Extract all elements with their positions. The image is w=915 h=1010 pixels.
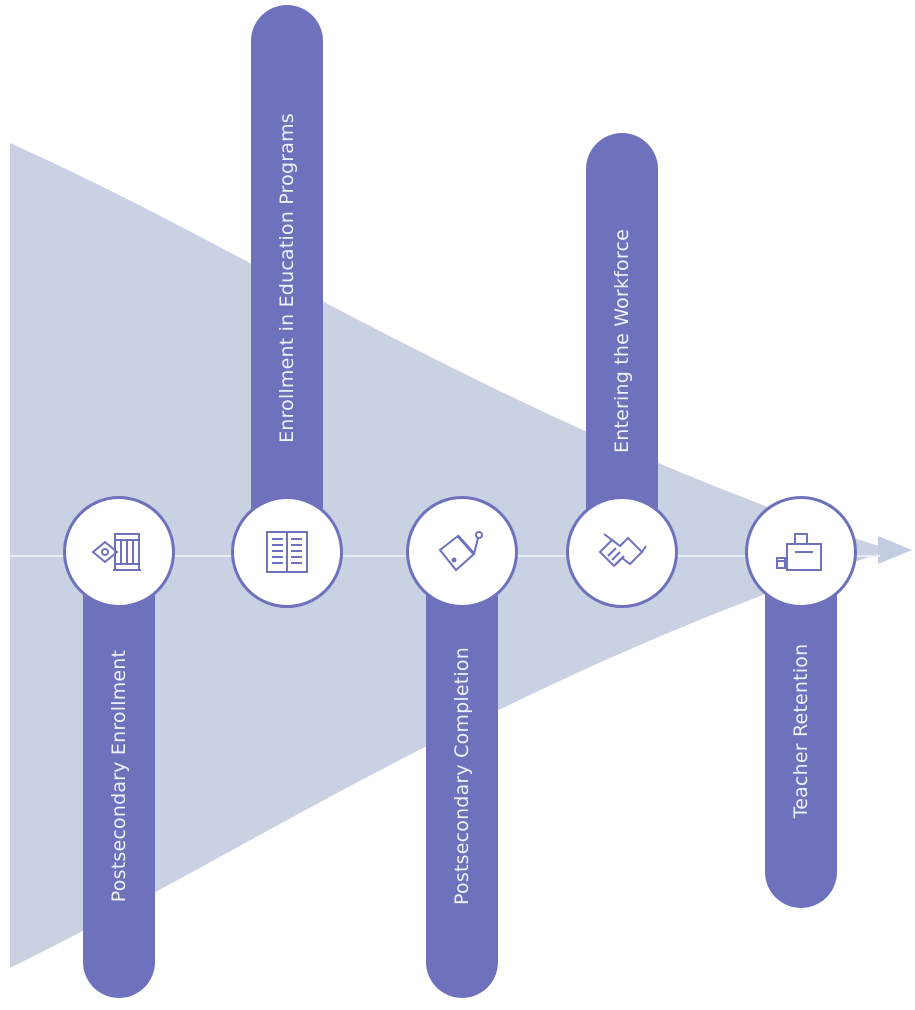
stage-node-postsecondary-enrollment (63, 496, 175, 608)
stage-node-entering-workforce (566, 496, 678, 608)
handshake-icon (598, 533, 647, 568)
stage-bar-enrollment-education-programs: Enrollment in Education Programs (251, 5, 323, 550)
funnel-arrow-tip (878, 536, 912, 564)
stage-label-postsecondary-completion: Postsecondary Completion (451, 646, 473, 905)
stage-node-postsecondary-completion (406, 496, 518, 608)
stage-label-entering-workforce: Entering the Workforce (611, 228, 633, 453)
stage-label-postsecondary-enrollment: Postsecondary Enrollment (108, 649, 130, 902)
stage-bar-teacher-retention: Teacher Retention (765, 553, 837, 908)
open-book-icon (266, 531, 308, 573)
stage-bar-postsecondary-enrollment: Postsecondary Enrollment (83, 553, 155, 998)
stage-bar-entering-workforce: Entering the Workforce (586, 133, 658, 548)
stage-node-enrollment-education-programs (231, 496, 343, 608)
stage-bar-postsecondary-completion: Postsecondary Completion (426, 553, 498, 998)
stage-label-teacher-retention: Teacher Retention (790, 643, 812, 818)
graduation-cap-icon (438, 531, 483, 572)
school-building-icon (91, 533, 141, 571)
stage-node-teacher-retention (745, 496, 857, 608)
stage-label-enrollment-education-programs: Enrollment in Education Programs (276, 112, 298, 443)
teacher-desk-icon (776, 533, 822, 571)
